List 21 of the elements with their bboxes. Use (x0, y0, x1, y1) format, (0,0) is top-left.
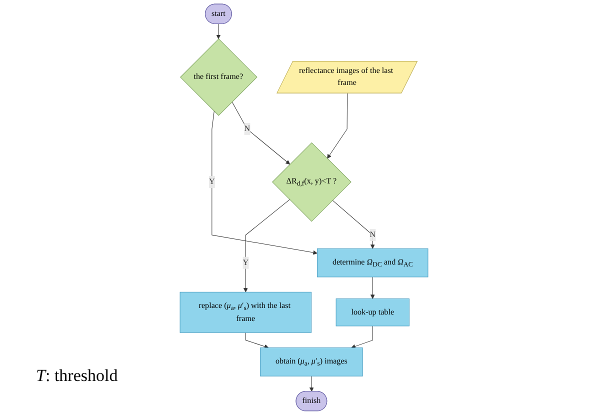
node-diamond: ΔR$_{d,f}$(x, y)<T ? (272, 142, 352, 222)
arrow (232, 102, 291, 164)
arrow (212, 110, 318, 255)
arrow (244, 199, 290, 292)
note-text: T: threshold (36, 366, 118, 386)
arrow (216, 24, 222, 40)
node-box: obtain (μ$_{a}$, μ′$_{s}$) images (260, 348, 364, 376)
arrow (246, 332, 270, 349)
edge-label: N (244, 124, 251, 134)
arrow (332, 200, 376, 249)
edge-label: Y (209, 178, 216, 186)
arrow (310, 376, 314, 392)
arrow (352, 326, 374, 349)
arrow (328, 93, 348, 159)
edge-label: Y (243, 258, 250, 267)
arrow (370, 276, 376, 299)
node-box: determine Ω$_{DC}$ and Ω$_{AC}$ (318, 248, 429, 278)
edge-label: N (370, 230, 376, 240)
node-box: look-up table (336, 298, 410, 326)
node-box: replace (μ$_{a}$, μ′$_{s}$) with the last frame (180, 292, 312, 333)
node-diamond: the first frame? (180, 38, 258, 116)
